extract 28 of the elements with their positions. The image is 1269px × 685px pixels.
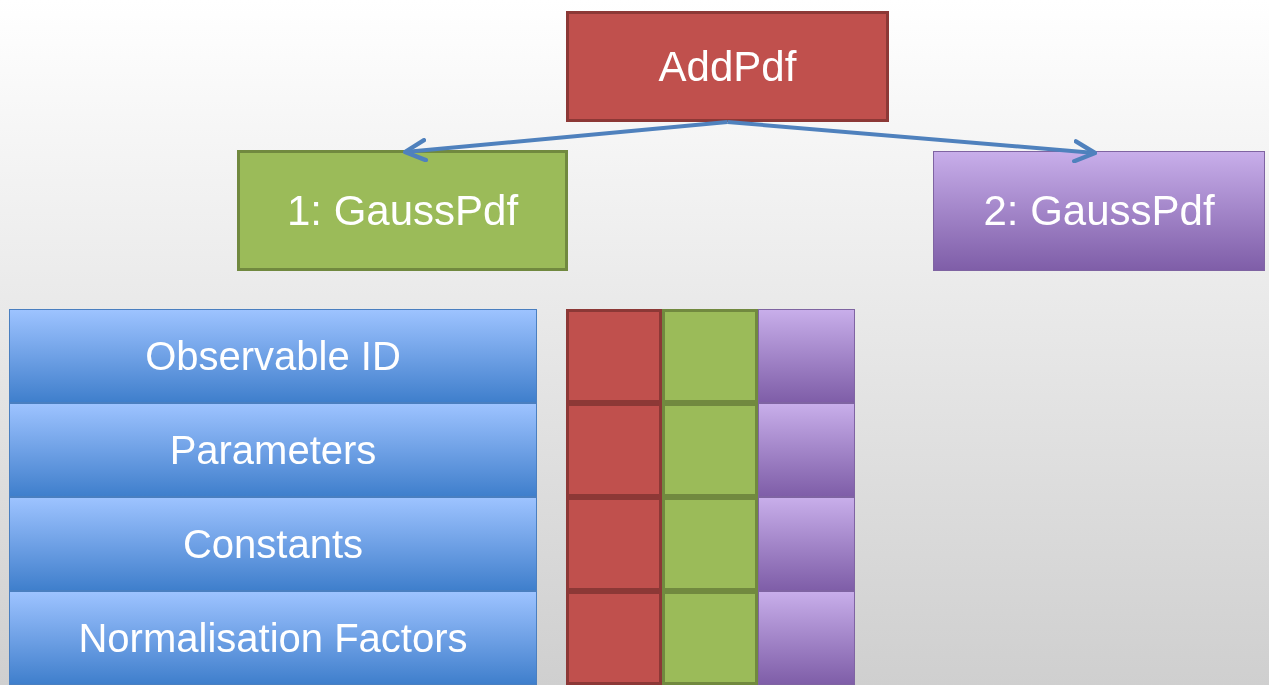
node-label: 1: GaussPdf xyxy=(286,189,519,232)
color-cell xyxy=(758,403,855,497)
node-label: AddPdf xyxy=(658,45,797,88)
node-label: Normalisation Factors xyxy=(78,618,468,658)
node-label: Constants xyxy=(182,524,364,564)
node-label: Observable ID xyxy=(145,336,401,376)
color-cell xyxy=(662,403,758,497)
arrow xyxy=(727,120,1098,164)
process-box xyxy=(933,151,1265,271)
color-cell xyxy=(566,591,662,685)
color-cell xyxy=(662,309,758,403)
process-box xyxy=(237,150,568,271)
color-cell xyxy=(566,403,662,497)
node-label: Parameters xyxy=(169,430,377,470)
table-row xyxy=(9,309,537,403)
color-cell xyxy=(566,497,662,591)
table-row xyxy=(9,403,537,497)
color-cell xyxy=(662,497,758,591)
process-box xyxy=(566,11,889,122)
table-row xyxy=(9,497,537,591)
color-cell xyxy=(758,309,855,403)
color-cell xyxy=(758,497,855,591)
table-row xyxy=(9,591,537,685)
color-cell xyxy=(758,591,855,685)
node-label: 2: GaussPdf xyxy=(983,190,1215,232)
arrow xyxy=(402,120,728,163)
color-cell xyxy=(662,591,758,685)
color-cell xyxy=(566,309,662,403)
